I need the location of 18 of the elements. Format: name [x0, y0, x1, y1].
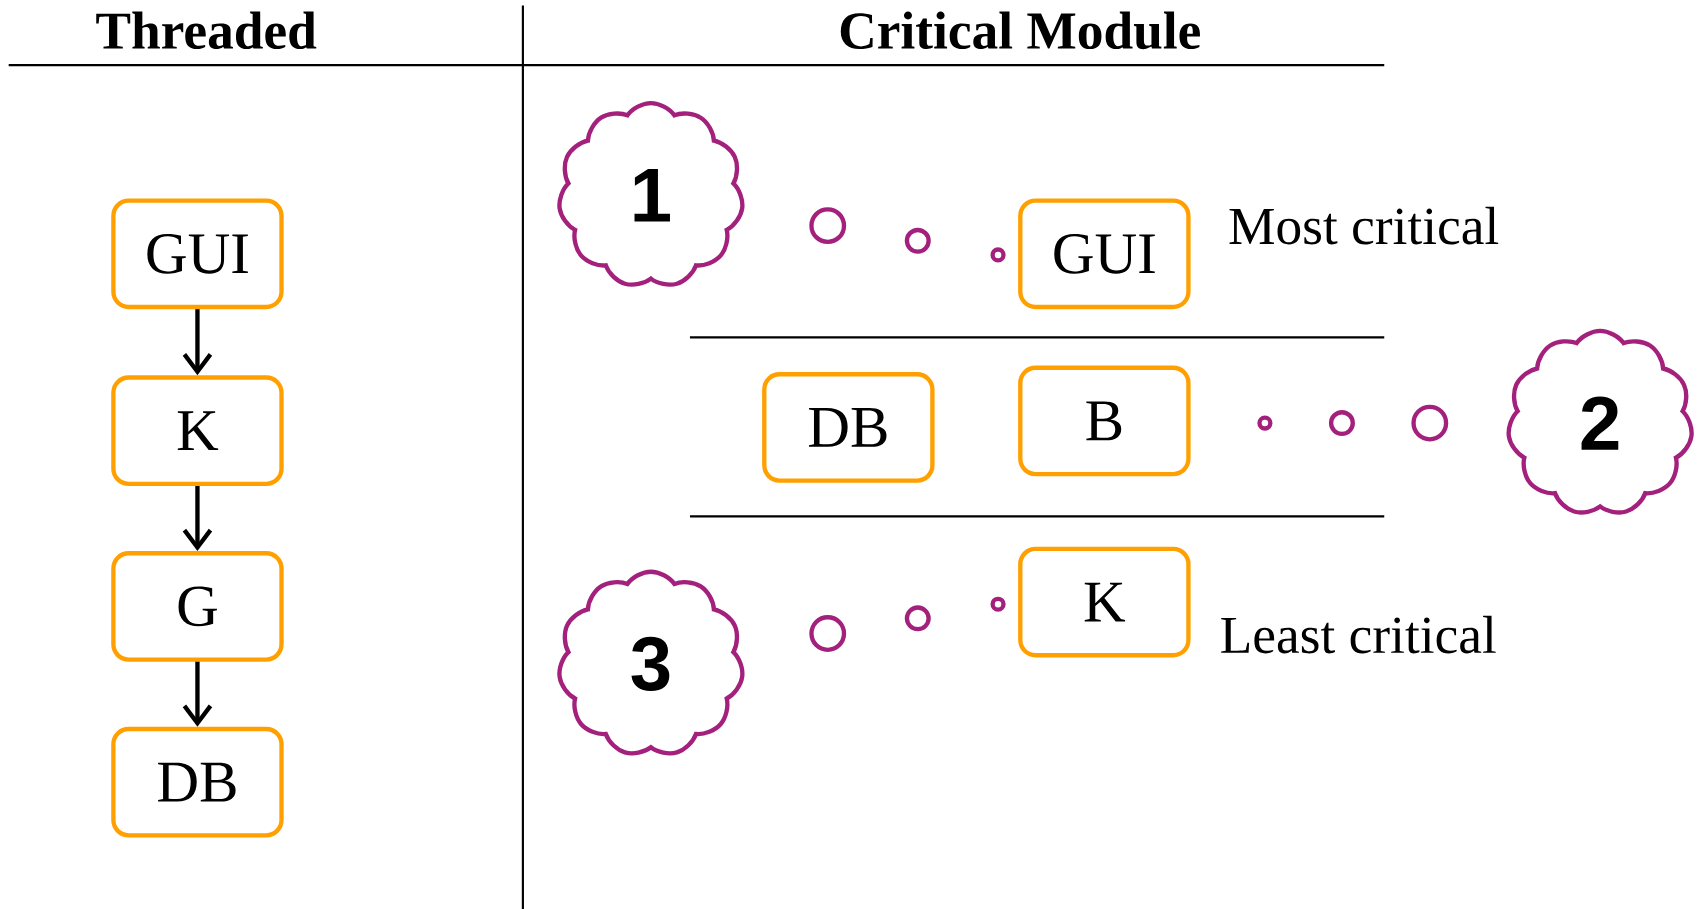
column-heading: Threaded: [96, 11, 317, 50]
module-box: B: [1018, 365, 1191, 477]
column-heading: Critical Module: [840, 11, 1200, 50]
module-box: GUI: [111, 198, 284, 310]
arrow: [182, 661, 213, 727]
arrow: [182, 485, 213, 552]
note-text: Least critical: [1221, 615, 1496, 654]
module-box: DB: [762, 372, 935, 483]
module-box: GUI: [1018, 198, 1191, 310]
module-box: DB: [111, 726, 284, 838]
thought-bubble: 2: [1257, 328, 1694, 515]
module-box: K: [1018, 546, 1191, 658]
module-box: K: [111, 375, 284, 486]
thought-bubble: 1: [557, 100, 1006, 287]
module-box: G: [111, 551, 284, 662]
note-text: Most critical: [1229, 206, 1499, 245]
arrow: [182, 309, 213, 376]
thought-bubble: 3: [557, 569, 1006, 756]
